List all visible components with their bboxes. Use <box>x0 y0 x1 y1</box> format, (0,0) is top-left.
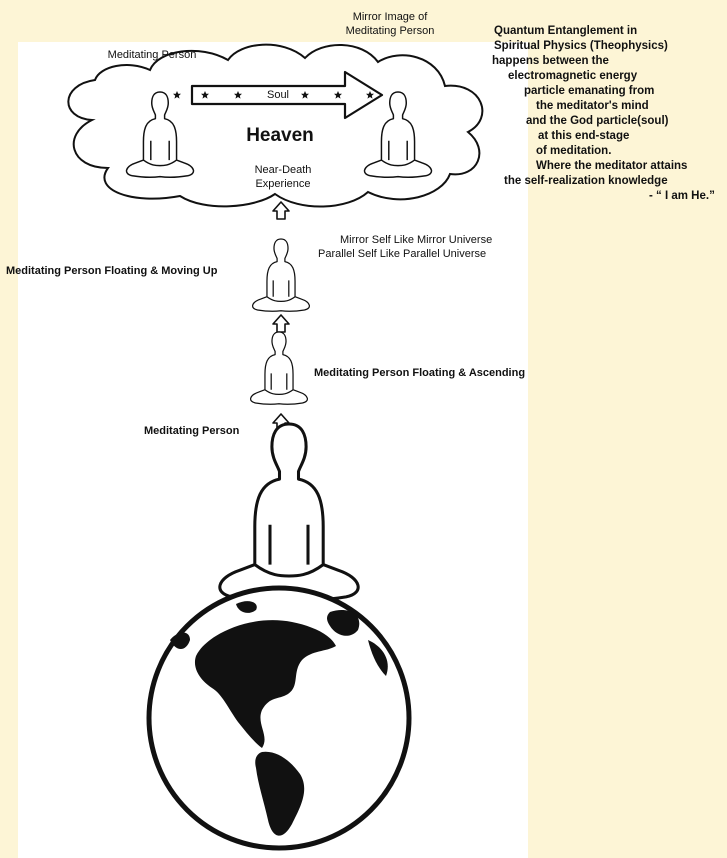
note-line: particle emanating from <box>524 85 655 97</box>
soul-arrow-icon <box>190 70 384 120</box>
meditating-figure-icon <box>218 422 360 602</box>
note-line: Where the meditator attains <box>536 160 688 172</box>
label-parallel-self: Parallel Self Like Parallel Universe <box>318 248 487 260</box>
label-soul: Soul <box>266 89 290 101</box>
label-mirror-image-line2: Meditating Person <box>345 25 435 37</box>
label-floating-moving-up: Meditating Person Floating & Moving Up <box>6 265 218 277</box>
globe-icon <box>146 585 412 851</box>
note-line: electromagnetic energy <box>508 70 638 82</box>
note-line: Spiritual Physics (Theophysics) <box>494 40 668 52</box>
note-line: happens between the <box>492 55 609 67</box>
up-arrow-icon <box>272 314 290 333</box>
label-near-death-line1: Near-Death <box>254 164 312 176</box>
note-line: the self-realization knowledge <box>504 175 668 187</box>
label-floating-ascending: Meditating Person Floating & Ascending <box>314 367 526 379</box>
note-line: - “ I am He.” <box>649 190 715 202</box>
label-meditating-person-top: Meditating Person <box>107 49 197 61</box>
label-meditating-person-bottom: Meditating Person <box>144 425 240 437</box>
meditating-figure-icon <box>249 331 309 405</box>
label-mirror-image-line1: Mirror Image of <box>352 11 428 23</box>
label-mirror-self: Mirror Self Like Mirror Universe <box>340 234 493 246</box>
up-arrow-icon <box>272 201 290 220</box>
note-line: Quantum Entanglement in <box>494 25 638 37</box>
label-near-death-line2: Experience <box>255 178 311 190</box>
meditating-figure-icon <box>251 238 311 312</box>
note-line: of meditation. <box>536 145 612 157</box>
quantum-entanglement-note: Quantum Entanglement in Spiritual Physic… <box>480 24 725 204</box>
label-heaven: Heaven <box>246 125 314 146</box>
note-line: and the God particle(soul) <box>526 115 669 127</box>
note-line: at this end-stage <box>538 130 630 142</box>
note-line: the meditator's mind <box>536 100 649 112</box>
